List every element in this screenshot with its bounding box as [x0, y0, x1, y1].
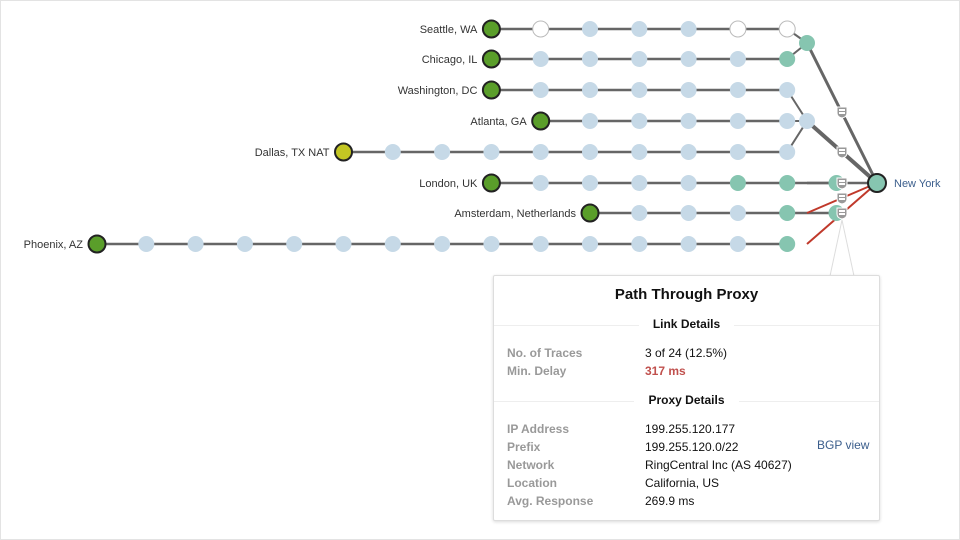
hop-node[interactable] [729, 175, 746, 191]
hop-node[interactable] [680, 175, 697, 191]
hop-node[interactable] [532, 20, 550, 38]
hop-node[interactable] [631, 205, 648, 221]
hop-node[interactable] [582, 82, 598, 98]
hop-node[interactable] [532, 144, 549, 160]
hop-node[interactable] [799, 113, 815, 129]
hop-node[interactable] [779, 113, 796, 129]
proxy-glyph [839, 198, 845, 200]
tooltip-title: Path Through Proxy [614, 286, 759, 303]
destination-node[interactable] [867, 173, 887, 193]
proxy-glyph [839, 152, 845, 154]
hop-node[interactable] [384, 236, 401, 252]
proxy-tooltip: Path Through Proxy Link Details No. of T… [493, 275, 880, 521]
agent-node[interactable] [481, 49, 501, 69]
hop-node[interactable] [729, 51, 746, 67]
hop-node[interactable] [631, 51, 648, 67]
proxy-icon[interactable] [836, 146, 848, 159]
hop-node[interactable] [779, 51, 796, 67]
hop-node[interactable] [680, 144, 697, 160]
hop-node[interactable] [680, 51, 697, 67]
hop-node[interactable] [729, 82, 746, 98]
proxy-glyph [839, 183, 845, 185]
hop-node[interactable] [483, 236, 500, 252]
link-details-header: Link Details [494, 317, 879, 333]
hop-node[interactable] [729, 144, 746, 160]
agent-label: Chicago, IL [422, 54, 478, 66]
hop-node[interactable] [631, 144, 648, 160]
hop-node[interactable] [138, 236, 155, 252]
hop-node[interactable] [729, 20, 747, 38]
hop-node[interactable] [779, 175, 796, 191]
hop-node[interactable] [582, 175, 598, 191]
hop-node[interactable] [582, 113, 598, 129]
hop-node[interactable] [483, 144, 500, 160]
hop-node[interactable] [384, 144, 401, 160]
hop-node[interactable] [779, 144, 796, 160]
proxy-icon[interactable] [836, 177, 848, 190]
hop-node[interactable] [779, 82, 796, 98]
proxy-icon[interactable] [836, 192, 848, 205]
agent-label: London, UK [419, 178, 478, 190]
hop-node[interactable] [631, 21, 648, 37]
hop-node[interactable] [680, 113, 697, 129]
agent-label: Seattle, WA [420, 24, 478, 36]
agent-label: Washington, DC [398, 85, 478, 97]
hop-node[interactable] [187, 236, 204, 252]
hop-node[interactable] [778, 20, 796, 38]
hop-node[interactable] [680, 205, 697, 221]
agent-node[interactable] [481, 80, 501, 100]
hop-node[interactable] [286, 236, 303, 252]
agent-node[interactable] [481, 173, 501, 193]
proxy-glyph [839, 149, 845, 151]
agent-label: Phoenix, AZ [24, 239, 84, 251]
proxy-glyph [839, 213, 845, 215]
hop-node[interactable] [631, 82, 648, 98]
proxy-details-header: Proxy Details [494, 393, 879, 409]
bgp-view-link[interactable]: BGP view [817, 438, 870, 452]
agent-label: Atlanta, GA [470, 116, 527, 128]
hop-node[interactable] [729, 236, 746, 252]
proxy-icon[interactable] [836, 207, 848, 220]
tooltip-pointer [829, 219, 855, 277]
agent-node[interactable] [87, 234, 107, 254]
hop-node[interactable] [631, 113, 648, 129]
proxy-glyph [839, 210, 845, 212]
hop-node[interactable] [582, 51, 598, 67]
proxy-icon[interactable] [836, 106, 848, 119]
hop-node[interactable] [434, 236, 451, 252]
hop-node[interactable] [434, 144, 451, 160]
hop-node[interactable] [532, 51, 549, 67]
hop-node[interactable] [236, 236, 253, 252]
hop-node[interactable] [729, 205, 746, 221]
hop-node[interactable] [532, 175, 549, 191]
agent-label: Dallas, TX NAT [255, 147, 330, 159]
hop-node[interactable] [335, 236, 352, 252]
agent-node[interactable] [334, 142, 353, 162]
hop-node[interactable] [582, 144, 598, 160]
hop-node[interactable] [779, 205, 796, 221]
agent-label: Amsterdam, Netherlands [454, 208, 576, 220]
hop-node[interactable] [680, 82, 697, 98]
hop-node[interactable] [729, 113, 746, 129]
agent-node[interactable] [481, 19, 501, 39]
hop-node[interactable] [680, 21, 697, 37]
hop-node[interactable] [532, 236, 549, 252]
proxy-glyph [839, 109, 845, 111]
destination-label: New York [894, 178, 941, 190]
hop-node[interactable] [631, 175, 648, 191]
agent-node[interactable] [531, 111, 551, 131]
hop-node[interactable] [680, 236, 697, 252]
hop-node[interactable] [532, 82, 549, 98]
hop-node[interactable] [779, 236, 796, 252]
hop-node[interactable] [799, 35, 815, 51]
proxy-glyph [839, 112, 845, 114]
hop-node[interactable] [582, 21, 598, 37]
agent-node[interactable] [580, 203, 600, 223]
proxy-glyph [839, 180, 845, 182]
proxy-glyph [839, 195, 845, 197]
hop-node[interactable] [631, 236, 648, 252]
hop-node[interactable] [582, 236, 598, 252]
